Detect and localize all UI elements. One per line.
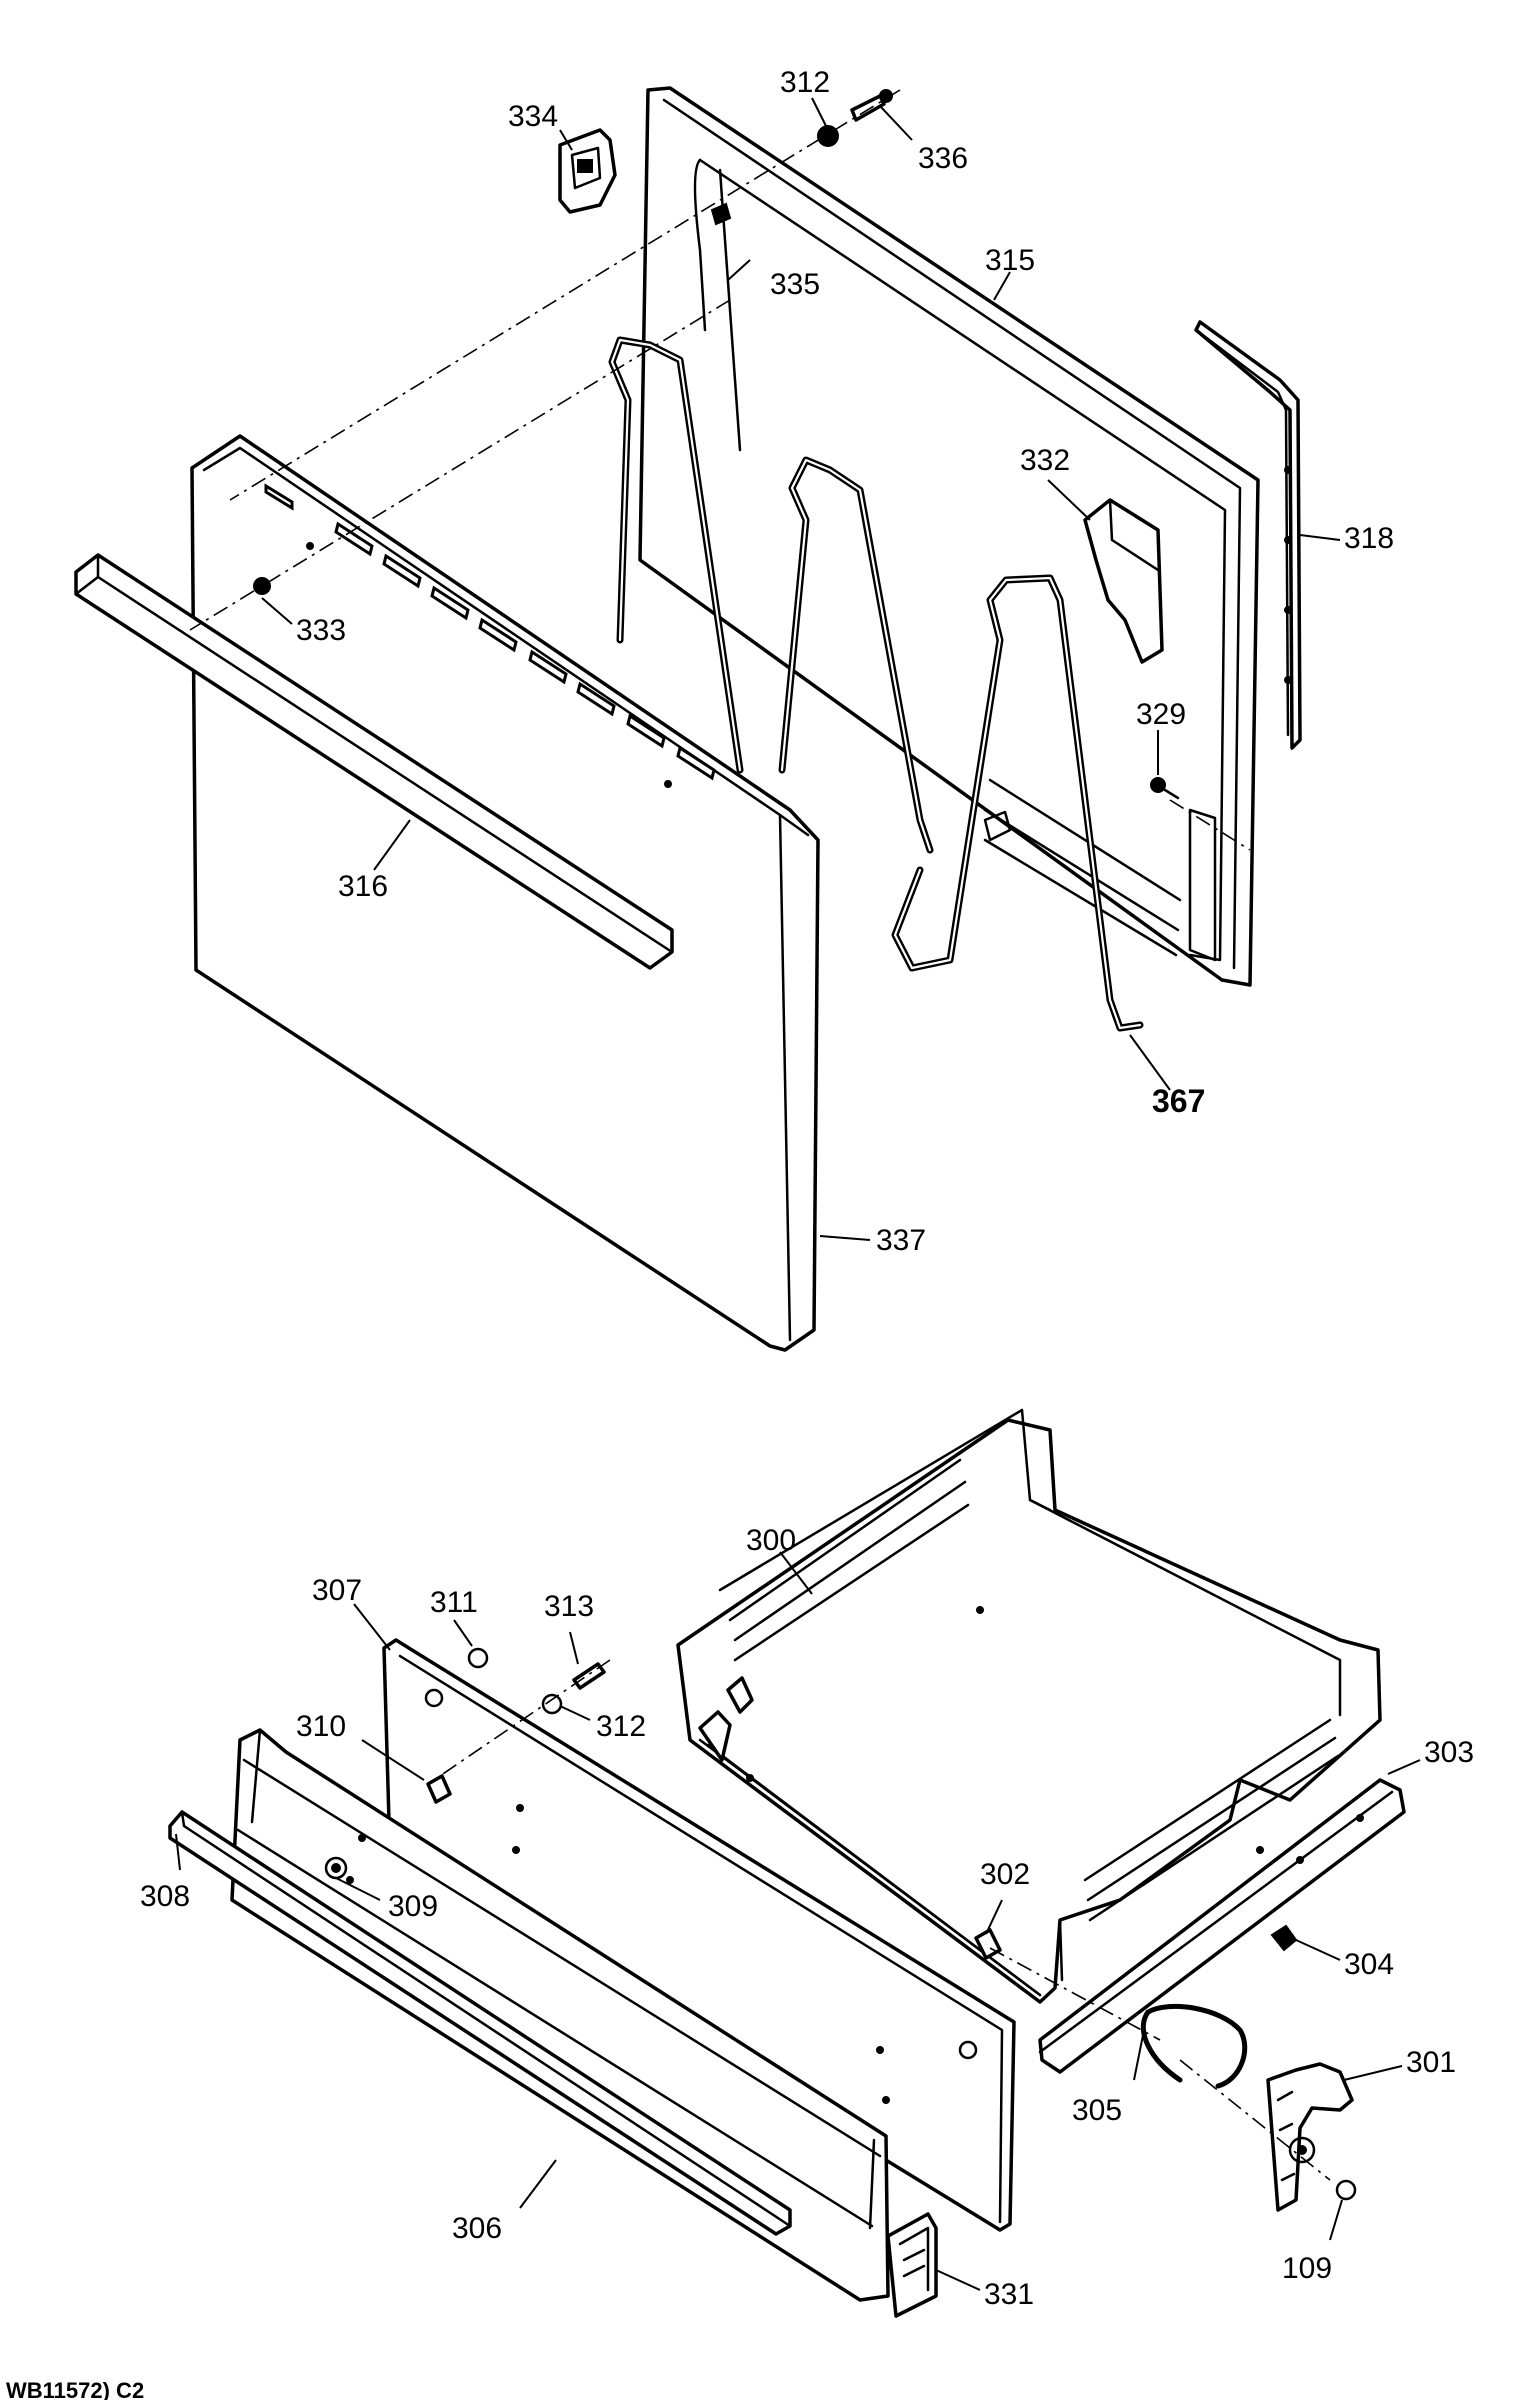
label-300: 300 — [746, 1524, 796, 1557]
nut-109 — [1335, 2179, 1357, 2201]
label-307: 307 — [312, 1574, 362, 1607]
label-316: 316 — [338, 870, 388, 903]
label-312-top: 312 — [780, 66, 830, 99]
label-367: 367 — [1152, 1083, 1205, 1119]
screw-336 — [850, 89, 893, 122]
label-306: 306 — [452, 2212, 502, 2245]
label-308: 308 — [140, 1880, 190, 1913]
retaining-ring-305 — [1140, 2004, 1248, 2089]
door-handle-316 — [74, 553, 674, 970]
label-313: 313 — [544, 1590, 594, 1623]
label-335: 335 — [770, 268, 820, 301]
label-109: 109 — [1282, 2252, 1332, 2285]
label-318: 318 — [1344, 522, 1394, 555]
assembly-axis-lines-bottom — [433, 1659, 1331, 2181]
drawer-slide-rail-303 — [1038, 1778, 1406, 2074]
label-333: 333 — [296, 614, 346, 647]
label-315: 315 — [985, 244, 1035, 277]
label-329: 329 — [1136, 698, 1186, 731]
label-309: 309 — [388, 1890, 438, 1923]
screw-329 — [1150, 777, 1166, 793]
door-vent-slots — [264, 483, 716, 781]
footer-reference-code: WB11572) C2 — [6, 2378, 144, 2400]
door-support-rods — [608, 336, 1144, 1032]
nut-311 — [467, 1647, 489, 1669]
drawer-front-panel-306 — [230, 1728, 890, 2302]
leader-lines-top — [261, 97, 1341, 1241]
label-305: 305 — [1072, 2094, 1122, 2127]
door-gasket-318 — [1194, 320, 1302, 750]
drawer-handle-308 — [168, 1810, 792, 2236]
nut-312-lower — [541, 1693, 563, 1715]
label-336: 336 — [918, 142, 968, 175]
screw-313 — [572, 1662, 606, 1690]
pad-304 — [1270, 1924, 1298, 1952]
hinge-bracket-301 — [1266, 2062, 1354, 2212]
label-331: 331 — [984, 2278, 1034, 2311]
label-303: 303 — [1424, 1736, 1474, 1769]
inner-door-panel-315 — [638, 86, 1260, 987]
bracket-331 — [886, 2212, 938, 2318]
insulation-block-332 — [1083, 498, 1164, 664]
screw-333 — [253, 577, 271, 595]
label-312-bottom: 312 — [596, 1710, 646, 1743]
drawer-body-300 — [676, 1408, 1382, 2004]
label-332: 332 — [1020, 444, 1070, 477]
leader-lines-bottom — [175, 1551, 1421, 2291]
label-310: 310 — [296, 1710, 346, 1743]
label-301: 301 — [1406, 2046, 1456, 2079]
label-311: 311 — [430, 1586, 478, 1619]
nut-312 — [817, 125, 839, 147]
label-302: 302 — [980, 1858, 1030, 1891]
label-334: 334 — [508, 100, 558, 133]
label-337: 337 — [876, 1224, 926, 1257]
assembly-axis-lines-top — [189, 89, 1251, 851]
hinge-bracket-334 — [558, 128, 617, 214]
label-304: 304 — [1344, 1948, 1394, 1981]
outer-door-panel-337 — [190, 434, 820, 1352]
